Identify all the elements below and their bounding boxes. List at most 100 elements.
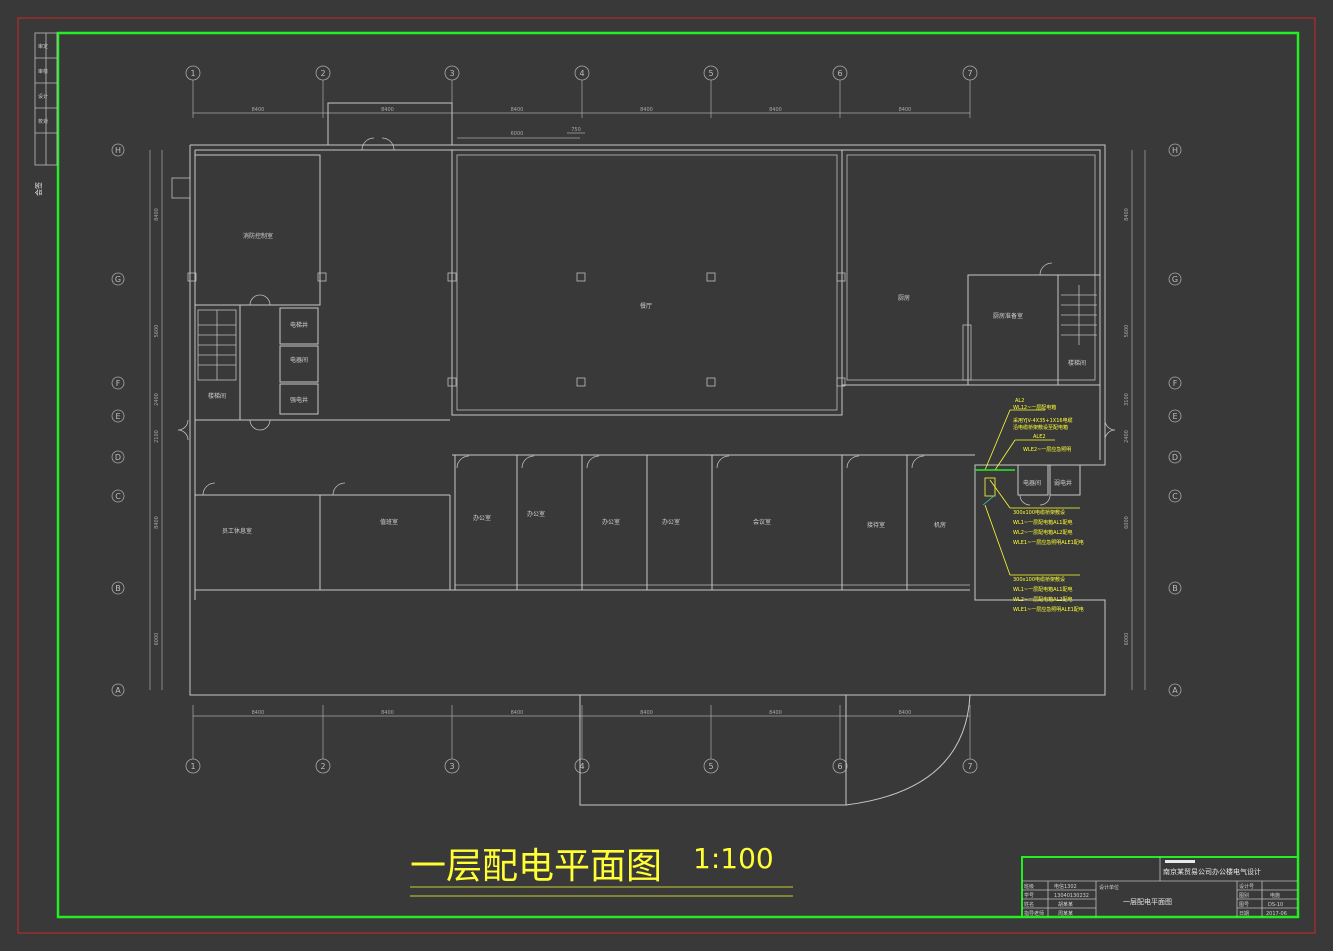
row-axis-label: B <box>115 584 121 593</box>
column-axis-label: 6 <box>837 762 842 771</box>
room-kitchen: 厨房 <box>898 294 910 302</box>
strip-cell-4: 校对 <box>38 118 48 125</box>
title-block: 南京某贸易公司办公楼电气设计 一层配电平面图 设计单位 班级 学号 姓名 指导老… <box>1021 856 1299 918</box>
dimension-lines <box>149 112 1146 717</box>
tb-rlabel-2: 图别 <box>1239 892 1249 899</box>
row-axis-label: E <box>115 412 120 421</box>
row-axis-bubble <box>1168 581 1182 595</box>
dim-top-text: 8400 <box>511 107 524 113</box>
dim-top-text: 8400 <box>640 107 653 113</box>
tb-value-1: 电信1302 <box>1054 883 1077 890</box>
row-axis-bubble <box>1168 272 1182 286</box>
drawing-scale: 1:100 <box>693 842 774 875</box>
room-weak: 弱电井 <box>1054 479 1072 487</box>
dim-bottom-text: 8400 <box>381 710 394 716</box>
dim-left-text: 2100 <box>154 430 160 443</box>
strip-cell-1: 审定 <box>38 43 48 50</box>
tb-rlabel-4: 日期 <box>1239 911 1249 917</box>
dim-left-text: 8400 <box>154 516 160 529</box>
row-axis-label: C <box>1172 492 1178 501</box>
tb-rvalue-4: 2017-06 <box>1266 911 1287 917</box>
row-axis-bubble <box>111 581 125 595</box>
drawing-title-group: 一层配电平面图 1:100 <box>410 842 793 897</box>
dim-right-text: 5600 <box>1124 325 1130 338</box>
dim-detail-text: 750 <box>571 127 581 133</box>
dim-left-text: 8400 <box>154 208 160 221</box>
label-ale2: ALE2 <box>1033 434 1046 440</box>
row-axis-label: A <box>1172 686 1178 695</box>
column-axis-label: 4 <box>579 69 584 78</box>
row-axis-label: H <box>1172 146 1178 155</box>
row-axis-label: F <box>1173 379 1178 388</box>
column-axis-label: 7 <box>967 762 972 771</box>
dimension-texts: 8400 8400 8400 8400 8400 8400 8400 8400 8400 8400… <box>154 107 1130 716</box>
row-axis-label: D <box>115 453 121 462</box>
strip-cell-3: 设计 <box>38 93 48 100</box>
label-g2-1: WL1~一层配电箱AL1配电 <box>1013 586 1073 593</box>
row-axis-label: G <box>1172 275 1178 284</box>
label-note2: 沿电缆桥架敷设至配电箱 <box>1013 424 1068 431</box>
tb-rlabel-1: 设计号 <box>1239 883 1254 890</box>
row-axis-label: E <box>1172 412 1177 421</box>
room-stair-left: 楼梯间 <box>208 392 226 400</box>
label-note1: 采用YJV-4X35+1X16电缆 <box>1013 417 1073 424</box>
label-wle2: WLE2~一层应急照明 <box>1023 446 1071 453</box>
dim-left-text: 6000 <box>154 633 160 646</box>
column-axis-label: 6 <box>837 69 842 78</box>
room-machine: 机房 <box>934 521 946 529</box>
column-axis-label: 5 <box>708 69 713 78</box>
tb-project: 南京某贸易公司办公楼电气设计 <box>1163 867 1261 876</box>
label-g1-3: WLE1~一层应急照明ALE1配电 <box>1013 539 1084 546</box>
tb-value-2: 13040130232 <box>1054 893 1089 899</box>
room-elevator-1: 电梯井 <box>290 321 308 329</box>
column-axis-label: 2 <box>320 69 325 78</box>
room-staff-lounge: 厨房准备室 <box>993 312 1023 320</box>
row-axis-bubble <box>111 272 125 286</box>
left-sign-strip: 审定 审核 设计 校对 会签 <box>34 32 58 196</box>
column-axis-label: 1 <box>190 69 195 78</box>
dim-right-text: 6000 <box>1124 516 1130 529</box>
dim-bottom-text: 8400 <box>769 710 782 716</box>
room-electrical-right: 电器间 <box>1023 479 1041 487</box>
row-axis-bubble <box>111 376 125 390</box>
room-electrical-left: 电器间 <box>290 356 308 364</box>
row-axis-bubble <box>1168 489 1182 503</box>
column-axis-label: 3 <box>449 69 454 78</box>
row-axis-bubble <box>1168 409 1182 423</box>
column-axis-label: 1 <box>190 762 195 771</box>
row-axis-label: C <box>115 492 121 501</box>
label-g2-3: WLE1~一层应急照明ALE1配电 <box>1013 606 1084 613</box>
row-axis-label: F <box>116 379 121 388</box>
tb-rvalue-3: DS-10 <box>1268 902 1283 908</box>
dim-bottom-text: 8400 <box>640 710 653 716</box>
dim-bottom-text: 8400 <box>899 710 912 716</box>
label-g2-0: 300x100电缆桥架敷设 <box>1013 576 1065 583</box>
tb-value-4: 周某某 <box>1058 911 1073 917</box>
dim-top-text: 8400 <box>381 107 394 113</box>
label-wl12: WL12~一层配电箱 <box>1013 404 1056 411</box>
label-al2: AL2 <box>1015 398 1024 404</box>
dim-bottom-text: 8400 <box>511 710 524 716</box>
room-reception: 接待室 <box>867 521 885 529</box>
column-axis-label: 4 <box>579 762 584 771</box>
row-axis-bubble <box>111 143 125 157</box>
room-office-2: 办公室 <box>527 510 545 518</box>
row-axis-label: G <box>115 275 121 284</box>
dim-bottom-text: 8400 <box>252 710 265 716</box>
column-axis-label: 7 <box>967 69 972 78</box>
tb-label-2: 学号 <box>1024 892 1034 899</box>
wiring-annotations: AL2 WL12~一层配电箱 采用YJV-4X35+1X16电缆 沿电缆桥架敷设… <box>975 398 1084 613</box>
room-fire-control: 消防控制室 <box>243 232 273 240</box>
tb-design-tag: 设计单位 <box>1099 884 1119 891</box>
strip-cell-2: 审核 <box>38 68 48 75</box>
room-lobby: 值班室 <box>380 518 398 526</box>
strip-side-label: 会签 <box>34 182 43 196</box>
dim-top-text: 8400 <box>769 107 782 113</box>
dim-right-text: 2400 <box>1124 430 1130 443</box>
row-axis-label: B <box>1172 584 1178 593</box>
room-meeting: 会议室 <box>753 518 771 526</box>
row-axis-bubble <box>1168 683 1182 697</box>
row-axis-bubble <box>111 450 125 464</box>
